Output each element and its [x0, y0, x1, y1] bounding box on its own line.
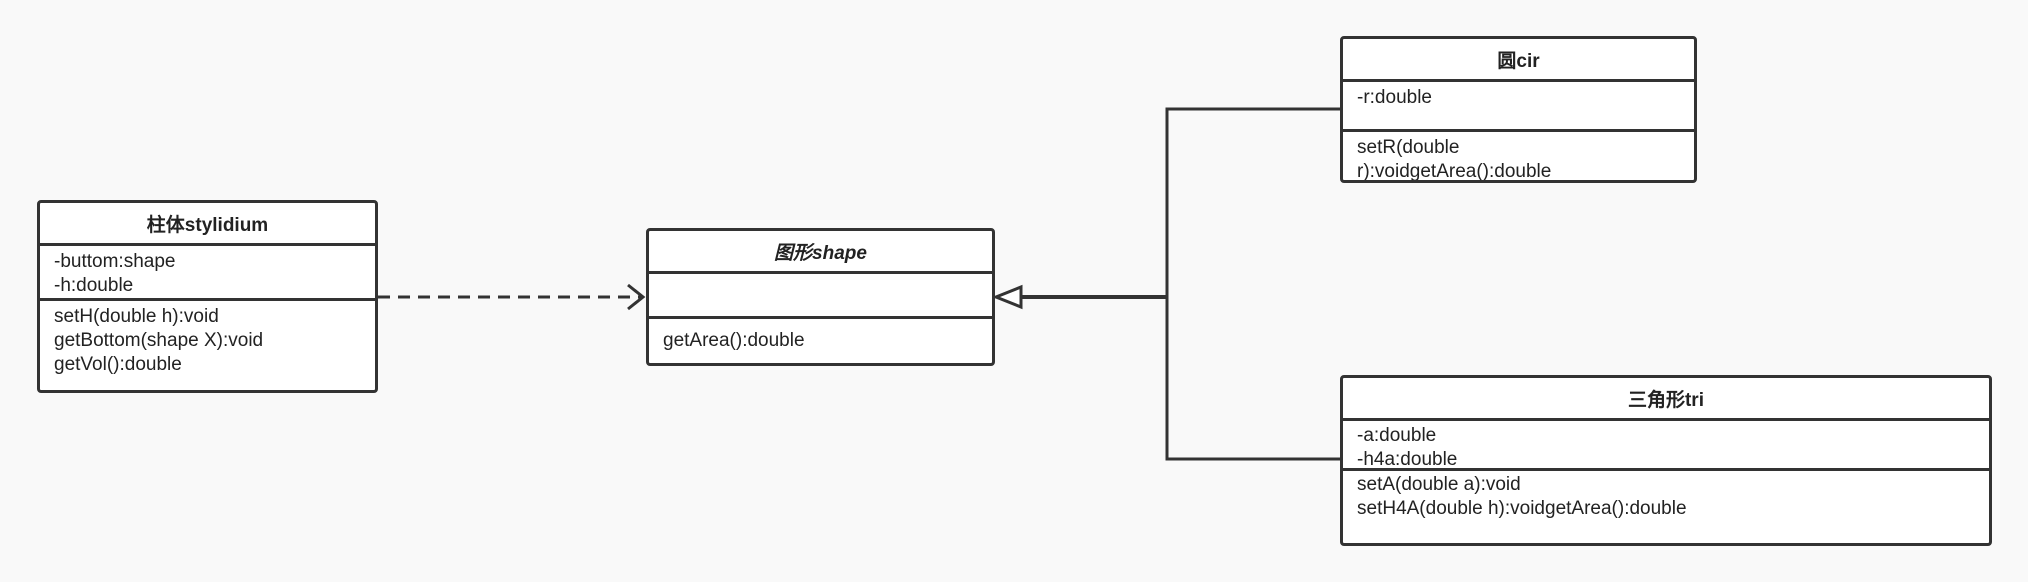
method: r):voidgetArea():double [1357, 161, 1552, 182]
class-title: 圆cir [1343, 39, 1694, 82]
method-section: setR(double r):voidgetArea():double [1343, 132, 1694, 182]
generalization-line-tri [1165, 297, 1341, 461]
attribute-section: -buttom:shape -h:double [40, 246, 375, 301]
attribute: -h4a:double [1357, 449, 1458, 470]
class-stylidium[interactable]: 柱体stylidium -buttom:shape -h:double setH… [37, 200, 378, 393]
method: setA(double a):void [1357, 474, 1521, 495]
generalization-line-cir [1165, 107, 1341, 297]
class-cir[interactable]: 圆cir -r:double setR(double r):voidgetAre… [1340, 36, 1697, 183]
attribute-section: -r:double [1343, 82, 1694, 132]
attribute: -r:double [1357, 87, 1432, 108]
method: setH(double h):void [54, 306, 219, 327]
attribute-section: -a:double -h4a:double [1343, 421, 1989, 471]
method-section: setA(double a):void setH4A(double h):void… [1343, 471, 1989, 521]
generalization-arrowhead [991, 284, 1023, 310]
attribute: -a:double [1357, 425, 1437, 446]
method: setR(double [1357, 137, 1460, 158]
method-section: getArea():double [649, 319, 992, 353]
dependency-arrowhead [627, 283, 646, 311]
method: setH4A(double h):voidgetArea():double [1357, 498, 1687, 519]
attribute: -buttom:shape [54, 251, 176, 272]
attribute: -h:double [54, 275, 134, 296]
method: getVol():double [54, 354, 182, 375]
method: getArea():double [663, 330, 805, 351]
class-shape[interactable]: 图形shape getArea():double [646, 228, 995, 366]
class-title: 三角形tri [1343, 378, 1989, 421]
method: getBottom(shape X):void [54, 330, 264, 351]
method-section: setH(double h):void getBottom(shape X):v… [40, 301, 375, 377]
class-title: 柱体stylidium [40, 203, 375, 246]
class-title: 图形shape [649, 231, 992, 274]
attribute-section [649, 274, 992, 319]
